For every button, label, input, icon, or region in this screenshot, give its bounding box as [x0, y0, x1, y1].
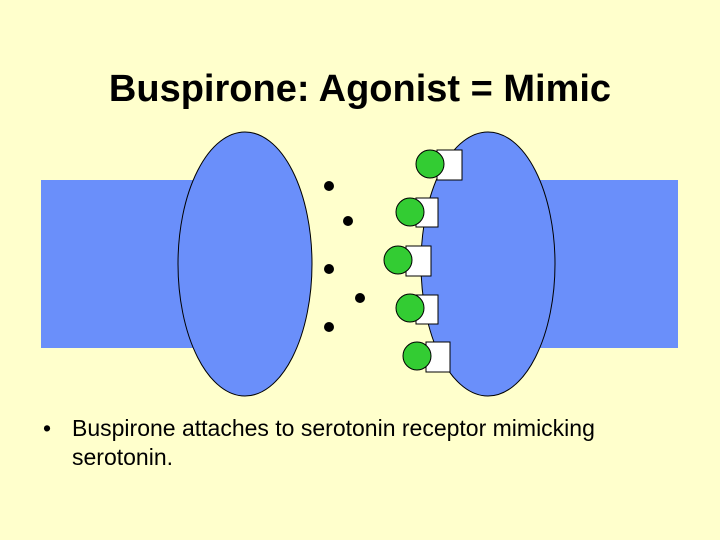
serotonin-molecule	[324, 322, 334, 332]
serotonin-molecule	[324, 264, 334, 274]
bullet-marker: •	[43, 415, 52, 441]
receptor-with-buspirone	[383, 245, 432, 277]
receptor	[405, 245, 432, 277]
serotonin-molecule	[343, 216, 353, 226]
postsynaptic-neuron	[420, 131, 678, 397]
receptor-with-buspirone	[415, 149, 463, 181]
buspirone-molecule	[402, 341, 432, 371]
receptor-with-buspirone	[395, 293, 439, 325]
receptor-with-buspirone	[402, 341, 451, 373]
buspirone-molecule	[395, 197, 425, 227]
serotonin-molecule	[324, 181, 334, 191]
bound-receptors	[383, 149, 463, 373]
slide-title: Buspirone: Agonist = Mimic	[108, 68, 612, 110]
bullet-item: • Buspirone attaches to serotonin recept…	[40, 414, 660, 472]
presynaptic-terminal	[177, 131, 313, 397]
buspirone-molecule	[383, 245, 413, 275]
presynaptic-neuron	[41, 131, 313, 397]
bullet-list: • Buspirone attaches to serotonin recept…	[40, 414, 660, 472]
bullet-text: Buspirone attaches to serotonin receptor…	[72, 415, 595, 470]
buspirone-molecule	[395, 293, 425, 323]
buspirone-molecule	[415, 149, 445, 179]
serotonin-molecule	[355, 293, 365, 303]
serotonin-molecules	[324, 181, 365, 332]
receptor-with-buspirone	[395, 197, 439, 228]
synapse-diagram	[41, 131, 678, 397]
